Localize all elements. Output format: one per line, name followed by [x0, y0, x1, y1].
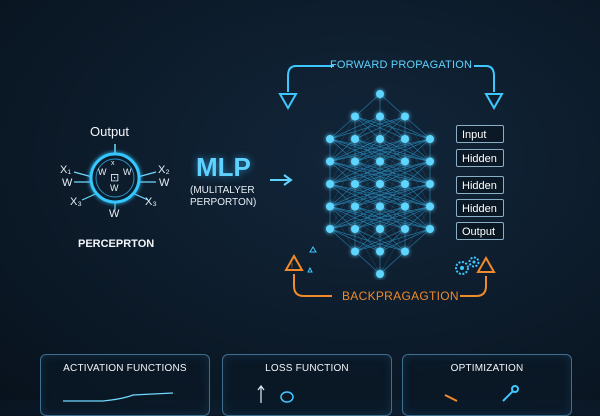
perceptron-diagram [73, 144, 157, 210]
network-edge [379, 161, 406, 207]
mlp-arrow-icon [270, 174, 293, 186]
network-node [426, 225, 434, 233]
network-node [376, 112, 384, 121]
network-node [426, 180, 434, 188]
network-edge [329, 116, 381, 140]
network-edge [379, 116, 406, 162]
forward-arrow [278, 65, 504, 111]
forward-label: FORWARD PROPAGATION [330, 59, 473, 71]
network-edge [379, 138, 406, 185]
network-node [401, 225, 409, 233]
network-node [351, 225, 359, 233]
network-edge [329, 138, 356, 185]
mlp-subtitle-line1: (MULITALYER [190, 185, 255, 196]
activation-curve-icon [63, 392, 174, 402]
network-node [351, 157, 359, 166]
core-label-bottom: W [110, 183, 119, 193]
input-w-right: W [159, 177, 170, 189]
network-node [326, 225, 334, 233]
layer-label-input: Input [456, 125, 504, 143]
network-edge [329, 116, 406, 162]
core-label-left: W [98, 167, 107, 177]
network-node [376, 247, 384, 256]
network-edge [354, 206, 381, 252]
input-x3-left: X₃ [70, 196, 82, 208]
core-label-center: ⊡ [110, 172, 120, 184]
network-node [401, 247, 409, 256]
perceptron-title: PERCEPRTON [78, 238, 155, 250]
panel-activation-functions: ACTIVATION FUNCTIONS [40, 354, 210, 416]
network-edge [404, 161, 431, 207]
network-edge [354, 228, 381, 275]
network-edge [404, 138, 431, 185]
network-node [426, 135, 434, 143]
network-node [401, 112, 409, 121]
network-node [376, 135, 384, 143]
network-edge [329, 206, 356, 252]
mlp-title: MLP [196, 152, 251, 182]
network-node [401, 157, 409, 166]
network-edge [329, 161, 356, 207]
network-node [376, 90, 384, 98]
panel-optimization: OPTIMIZATION [402, 354, 572, 416]
backward-arrow: ! [284, 246, 496, 297]
core-label-top: x [111, 160, 115, 167]
layer-label-hidden-2: Hidden [456, 176, 504, 194]
network-node [351, 202, 359, 211]
core-label-right: W [123, 167, 132, 177]
network-edge [379, 183, 406, 230]
network-node [376, 225, 384, 233]
panel-title-activation: ACTIVATION FUNCTIONS [63, 363, 187, 374]
network-node [326, 157, 334, 166]
network-edge [329, 183, 356, 230]
network-node [326, 135, 334, 143]
network-edge [329, 183, 406, 230]
network-edge [404, 206, 431, 252]
mlp-subtitle-line2: PERPORTON) [190, 197, 257, 208]
network-node [326, 202, 334, 211]
layer-label-hidden-1: Hidden [456, 149, 504, 167]
network-node [426, 157, 434, 166]
panel-loss-function: LOSS FUNCTION [222, 354, 392, 416]
layer-label-hidden-3: Hidden [456, 199, 504, 217]
neural-network [326, 90, 434, 278]
network-node [376, 270, 384, 278]
network-node [376, 202, 384, 211]
network-edge [404, 116, 431, 162]
input-w-bottom: W [109, 208, 120, 220]
network-node [376, 157, 384, 166]
network-edge [354, 206, 431, 252]
perceptron-group: Output x W W ⊡ W X₁ W X₂ W X₃ X₃ W PERCE… [40, 120, 190, 260]
panel-title-optimization: OPTIMIZATION [450, 363, 524, 374]
loss-chart-icon [257, 385, 294, 403]
layer-label-output: Output [456, 222, 504, 240]
network-edge [329, 161, 406, 207]
input-x3-right: X₃ [145, 196, 157, 208]
backward-label: BACKPRAGAGTION [342, 289, 459, 303]
svg-text:!: ! [291, 263, 293, 270]
network-node [351, 135, 359, 143]
network-node [426, 202, 434, 211]
network-node [376, 180, 384, 188]
network-node [351, 112, 359, 121]
network-node [351, 247, 359, 256]
network-node [401, 202, 409, 211]
network-node [401, 135, 409, 143]
perceptron-output-label: Output [90, 124, 130, 139]
network-node [401, 180, 409, 188]
network-edge [379, 228, 406, 275]
gear-icon [455, 256, 480, 275]
input-x1: X₁ [60, 164, 72, 176]
network-edge [404, 183, 431, 230]
network-node [351, 180, 359, 188]
network-edge [329, 138, 406, 185]
network-edge [329, 116, 356, 162]
wrench-icon [444, 385, 519, 402]
input-w-left: W [62, 177, 73, 189]
network-node [326, 180, 334, 188]
input-x2: X₂ [158, 164, 170, 176]
panel-title-loss: LOSS FUNCTION [265, 363, 349, 374]
